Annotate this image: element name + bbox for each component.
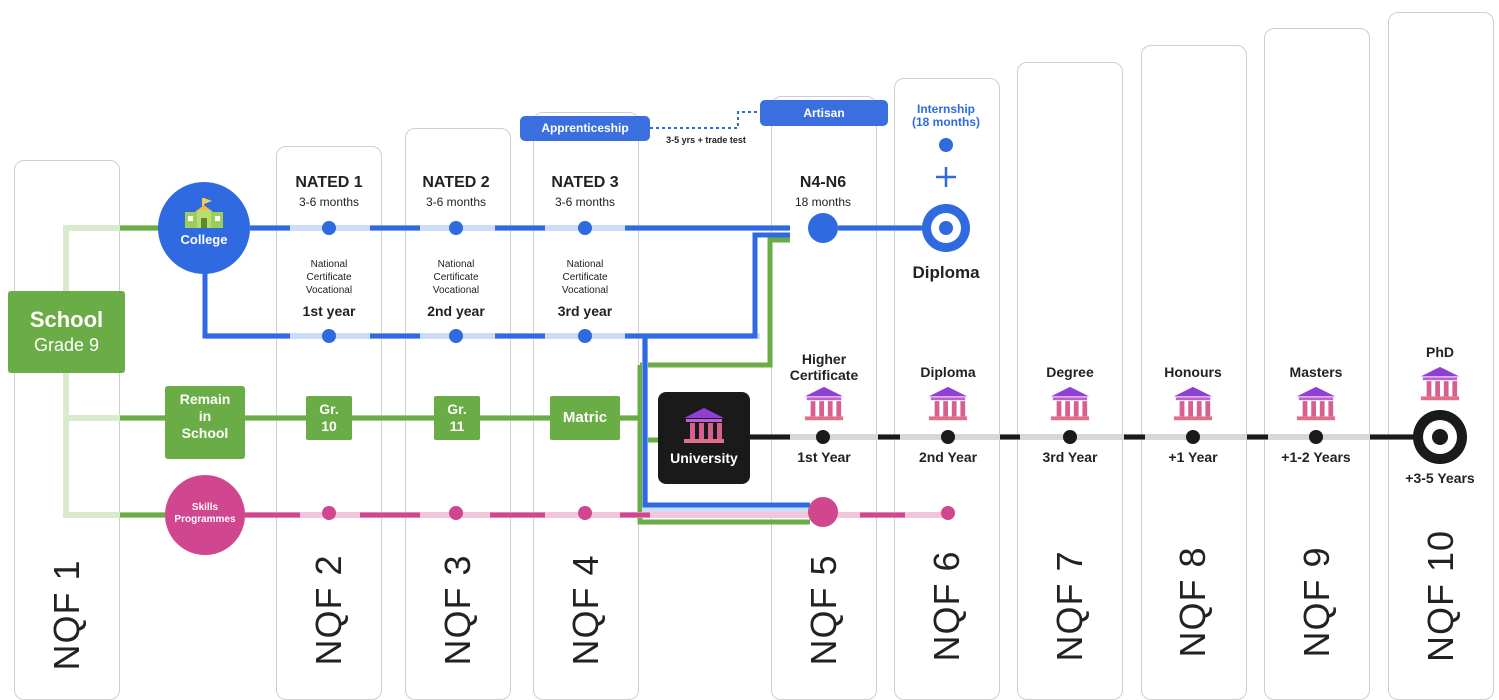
apprenticeship-label: Apprenticeship bbox=[541, 121, 629, 135]
internship-label-1: Internship bbox=[916, 102, 976, 116]
nated-3-title: NATED 3 bbox=[551, 174, 619, 191]
university-icon bbox=[804, 386, 844, 421]
nqf-column-9 bbox=[1264, 28, 1370, 700]
university-box: University bbox=[658, 392, 750, 484]
nated-1-cert-1: National bbox=[310, 259, 348, 270]
nqf-label-10: NQF 10 bbox=[1420, 529, 1461, 663]
university-icon bbox=[682, 406, 726, 446]
nqf-label-2: NQF 2 bbox=[308, 554, 349, 666]
remain-in-school-box: Remain in School bbox=[165, 386, 245, 459]
n4n6-title: N4-N6 bbox=[799, 174, 847, 191]
stage-3-title: Degree bbox=[1046, 364, 1094, 380]
university-icon bbox=[1420, 366, 1460, 401]
college-label: College bbox=[180, 232, 228, 247]
n4n6-duration: 18 months bbox=[794, 195, 852, 209]
apprenticeship-pill: Apprenticeship bbox=[520, 116, 650, 141]
nqf-label-6: NQF 6 bbox=[926, 550, 967, 662]
grade-10-label-b: 10 bbox=[321, 418, 337, 434]
stage-4-title: Honours bbox=[1164, 364, 1222, 380]
stage-1-title-1: Higher bbox=[801, 351, 847, 367]
nqf-label-1: NQF 1 bbox=[46, 559, 87, 671]
phd-years: +3-5 Years bbox=[1405, 470, 1475, 486]
university-icon bbox=[1296, 386, 1336, 421]
nated-3-cert-2: Certificate bbox=[562, 272, 608, 283]
university-icon bbox=[1173, 386, 1213, 421]
internship-label-2: (18 months) bbox=[911, 115, 981, 129]
matric-label: Matric bbox=[562, 409, 608, 426]
nated-1-cert-2: Certificate bbox=[306, 272, 352, 283]
nated-3-year: 3rd year bbox=[557, 303, 613, 319]
remain-label-1: Remain bbox=[179, 391, 231, 407]
nated-3-duration: 3-6 months bbox=[554, 195, 616, 209]
artisan-pill: Artisan bbox=[760, 100, 888, 126]
school-box: School Grade 9 bbox=[8, 291, 125, 373]
grade-10-box: Gr. 10 bbox=[306, 396, 352, 440]
nqf-label-3: NQF 3 bbox=[437, 554, 478, 666]
stage-1-title-2: Certificate bbox=[789, 367, 859, 383]
nated-2-cert-3: Vocational bbox=[432, 285, 480, 296]
nated-1-title: NATED 1 bbox=[295, 174, 363, 191]
university-icon bbox=[1050, 386, 1090, 421]
stage-4-year: +1 Year bbox=[1168, 449, 1218, 465]
nated-2-cert-1: National bbox=[437, 259, 475, 270]
nqf-label-8: NQF 8 bbox=[1172, 546, 1213, 658]
stage-3-year: 3rd Year bbox=[1042, 449, 1098, 465]
stage-2-title: Diploma bbox=[920, 364, 976, 380]
nqf-label-7: NQF 7 bbox=[1049, 550, 1090, 662]
artisan-label: Artisan bbox=[803, 106, 845, 120]
nated-1-duration: 3-6 months bbox=[298, 195, 360, 209]
university-icon bbox=[928, 386, 968, 421]
nqf-label-9: NQF 9 bbox=[1296, 546, 1337, 658]
nated-2-cert-2: Certificate bbox=[433, 272, 479, 283]
grade-11-box: Gr. 11 bbox=[434, 396, 480, 440]
grade-11-label-b: 11 bbox=[449, 418, 465, 434]
remain-label-2: in bbox=[198, 408, 212, 424]
skills-label-1: Skills bbox=[191, 502, 219, 513]
nated-3-cert-3: Vocational bbox=[561, 285, 609, 296]
stage-1-year: 1st Year bbox=[797, 449, 851, 465]
diploma-target-label: Diploma bbox=[912, 263, 980, 282]
nated-2-title: NATED 2 bbox=[422, 174, 490, 191]
university-label: University bbox=[670, 450, 738, 466]
phd-title: PhD bbox=[1426, 344, 1454, 360]
nqf-label-5: NQF 5 bbox=[803, 554, 844, 666]
stage-5-year: +1-2 Years bbox=[1281, 449, 1351, 465]
matric-box: Matric bbox=[550, 396, 620, 440]
nated-2-duration: 3-6 months bbox=[425, 195, 487, 209]
skills-programmes-node: Skills Programmes bbox=[165, 475, 245, 555]
nated-1-year: 1st year bbox=[302, 303, 356, 319]
grade-11-label-a: Gr. bbox=[447, 401, 467, 417]
nqf-label-4: NQF 4 bbox=[565, 554, 606, 666]
nqf-column-10 bbox=[1388, 12, 1494, 700]
nated-3-cert-1: National bbox=[566, 259, 604, 270]
school-subtitle: Grade 9 bbox=[33, 335, 100, 355]
nqf-column-7 bbox=[1017, 62, 1123, 700]
stage-2-year: 2nd Year bbox=[918, 449, 978, 465]
stage-5-title: Masters bbox=[1289, 364, 1343, 380]
skills-label-2: Programmes bbox=[174, 514, 236, 525]
nated-1-cert-3: Vocational bbox=[305, 285, 353, 296]
grade-10-label-a: Gr. bbox=[319, 401, 339, 417]
school-building-icon bbox=[183, 198, 225, 230]
college-node: College bbox=[158, 182, 250, 274]
nated-2-year: 2nd year bbox=[427, 303, 485, 319]
school-title: School bbox=[29, 307, 104, 332]
remain-label-3: School bbox=[181, 425, 229, 441]
apprenticeship-note: 3-5 yrs + trade test bbox=[666, 135, 746, 145]
nqf-column-8 bbox=[1141, 45, 1247, 700]
